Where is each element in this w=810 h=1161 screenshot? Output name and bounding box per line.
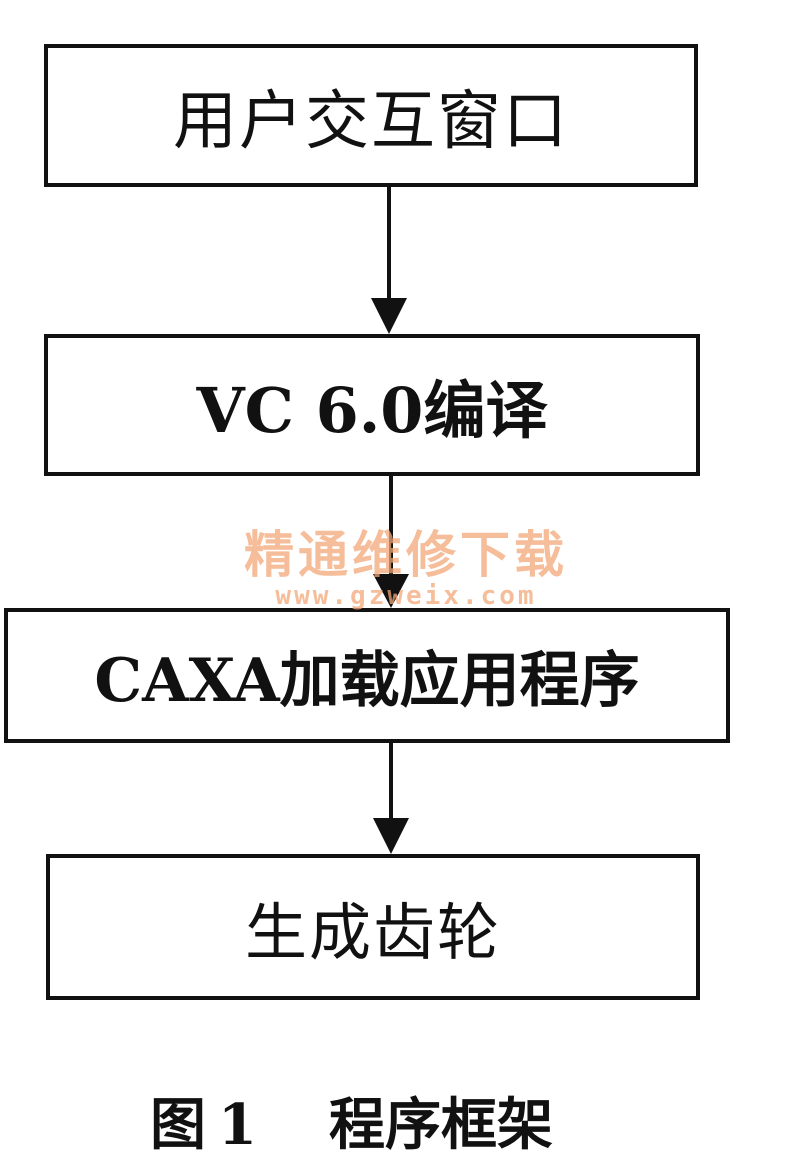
step-box-caxa-load-application: CAXA加载应用程序 <box>4 608 730 743</box>
step-label: CAXA加载应用程序 <box>94 646 640 716</box>
step-label: 用户交互窗口 <box>173 84 569 159</box>
watermark: 精通维修下载 www.gzweix.com <box>226 528 586 610</box>
step-box-user-interaction-window: 用户交互窗口 <box>44 44 698 187</box>
step-label: 生成齿轮 <box>244 896 501 969</box>
caption-figure-label: 图 <box>150 1092 206 1158</box>
arrow-3-to-4 <box>373 743 409 854</box>
caption-figure-number: 1 <box>218 1092 257 1158</box>
step-label: VC 6.0编译 <box>196 374 548 447</box>
watermark-text: 精通维修下载 <box>244 526 568 584</box>
arrow-2-to-3 <box>373 476 409 608</box>
caption-title: 程序框架 <box>328 1092 553 1158</box>
step-box-generate-gear: 生成齿轮 <box>46 854 700 1000</box>
arrow-1-to-2 <box>371 187 407 334</box>
step-box-vc-compile: VC 6.0编译 <box>44 334 700 476</box>
watermark-url: www.gzweix.com <box>275 581 537 611</box>
